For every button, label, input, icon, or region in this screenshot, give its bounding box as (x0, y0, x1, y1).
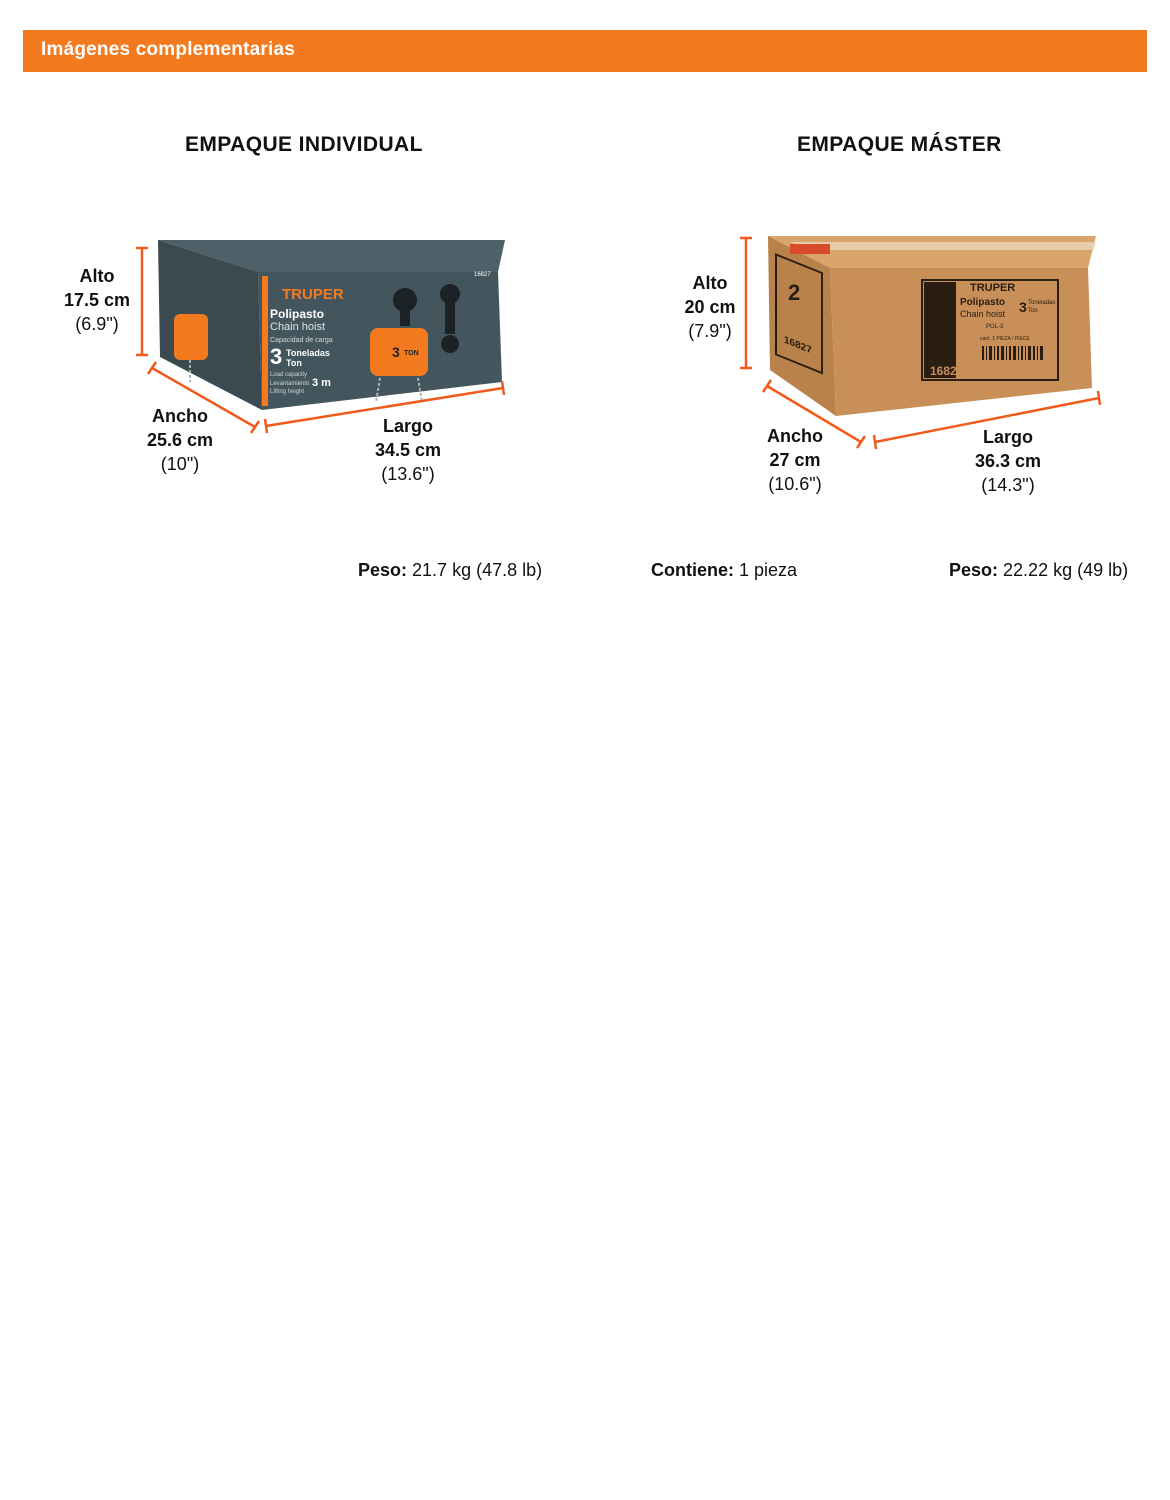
individual-box-product-en: Chain hoist (270, 321, 326, 333)
master-box-product-es: Polipasto (960, 297, 1006, 308)
master-box-side-number: 2 (788, 280, 801, 305)
individual-alto-imperial: (6.9") (75, 314, 119, 334)
individual-peso-value: 21.7 kg (47.8 lb) (407, 560, 543, 580)
individual-box-image (158, 240, 505, 410)
individual-box-badge-unit: TON (404, 350, 419, 357)
individual-box-badge-value: 3 (392, 344, 400, 360)
master-alto: Alto 20 cm (7.9") (675, 271, 745, 343)
individual-alto-label: Alto (79, 266, 115, 286)
master-dimension-lines (740, 236, 1102, 450)
header-title: Imágenes complementarias (41, 39, 296, 60)
master-ancho-label: Ancho (767, 426, 823, 446)
master-largo: Largo 36.3 cm (14.3") (968, 425, 1048, 497)
individual-box-load-caption: Load capacity (270, 372, 308, 378)
individual-alto: Alto 17.5 cm (6.9") (62, 264, 132, 336)
individual-box-capacity-value: 3 (270, 344, 283, 369)
master-ancho: Ancho 27 cm (10.6") (755, 424, 835, 496)
master-alto-metric: 20 cm (684, 297, 736, 317)
individual-box-capacity-unit-en: Ton (286, 358, 302, 368)
master-box-brand: TRUPER (970, 282, 1016, 294)
master-largo-imperial: (14.3") (981, 475, 1035, 495)
master-peso: Peso: 22.22 kg (49 lb) (949, 560, 1128, 581)
individual-ancho-imperial: (10") (160, 454, 200, 474)
individual-box-model: 16827 (474, 272, 491, 278)
master-contiene-value: 1 pieza (734, 560, 798, 580)
individual-largo-label: Largo (382, 416, 433, 436)
master-box-image (768, 236, 1096, 416)
master-peso-value: 22.22 kg (49 lb) (998, 560, 1129, 580)
header-bar: Imágenes complementarias (23, 30, 1147, 72)
master-contiene: Contiene: 1 pieza (651, 560, 797, 581)
master-ancho-imperial: (10.6") (768, 474, 822, 494)
individual-box-capacity-caption: Capacidad de carga (270, 337, 333, 344)
master-box-product-en: Chain hoist (960, 309, 1006, 319)
individual-alto-metric: 17.5 cm (63, 290, 131, 310)
individual-peso: Peso: 21.7 kg (47.8 lb) (358, 560, 542, 581)
master-contiene-label: Contiene: (651, 560, 734, 580)
individual-ancho-metric: 25.6 cm (146, 430, 214, 450)
master-box-capacity-unit-en: Ton (1028, 308, 1038, 314)
individual-ancho-label: Ancho (152, 406, 208, 426)
individual-largo-imperial: (13.6") (381, 464, 435, 484)
master-ancho-metric: 27 cm (769, 450, 821, 470)
individual-box-lift-caption-en: Lifting height (270, 389, 305, 395)
individual-box-product-es: Polipasto (270, 307, 325, 321)
master-box-code: POL-3 (986, 324, 1004, 330)
master-box-capacity-unit-es: Toneladas (1028, 300, 1056, 306)
individual-title: EMPAQUE INDIVIDUAL (185, 133, 423, 156)
individual-largo-metric: 34.5 cm (374, 440, 442, 460)
individual-box-lift-caption-es: Levantamiento (270, 381, 310, 387)
individual-box-brand: TRUPER (282, 286, 344, 303)
master-largo-metric: 36.3 cm (974, 451, 1042, 471)
master-title: EMPAQUE MÁSTER (797, 133, 1002, 156)
individual-box-capacity-unit-es: Toneladas (286, 348, 330, 358)
individual-peso-label: Peso: (358, 560, 408, 580)
individual-box-lift-value: 3 m (312, 377, 331, 389)
master-box-capacity-value: 3 (1019, 299, 1027, 315)
individual-largo: Largo 34.5 cm (13.6") (368, 414, 448, 486)
master-box-model: 16827 (930, 364, 964, 378)
master-box-pieces: cant. 1 PIEZA / PIECE (980, 336, 1030, 342)
master-alto-imperial: (7.9") (688, 321, 732, 341)
individual-dimension-lines (136, 246, 506, 434)
master-peso-label: Peso: (949, 560, 999, 580)
individual-ancho: Ancho 25.6 cm (10") (140, 404, 220, 476)
master-largo-label: Largo (982, 427, 1033, 447)
master-alto-label: Alto (692, 273, 728, 293)
